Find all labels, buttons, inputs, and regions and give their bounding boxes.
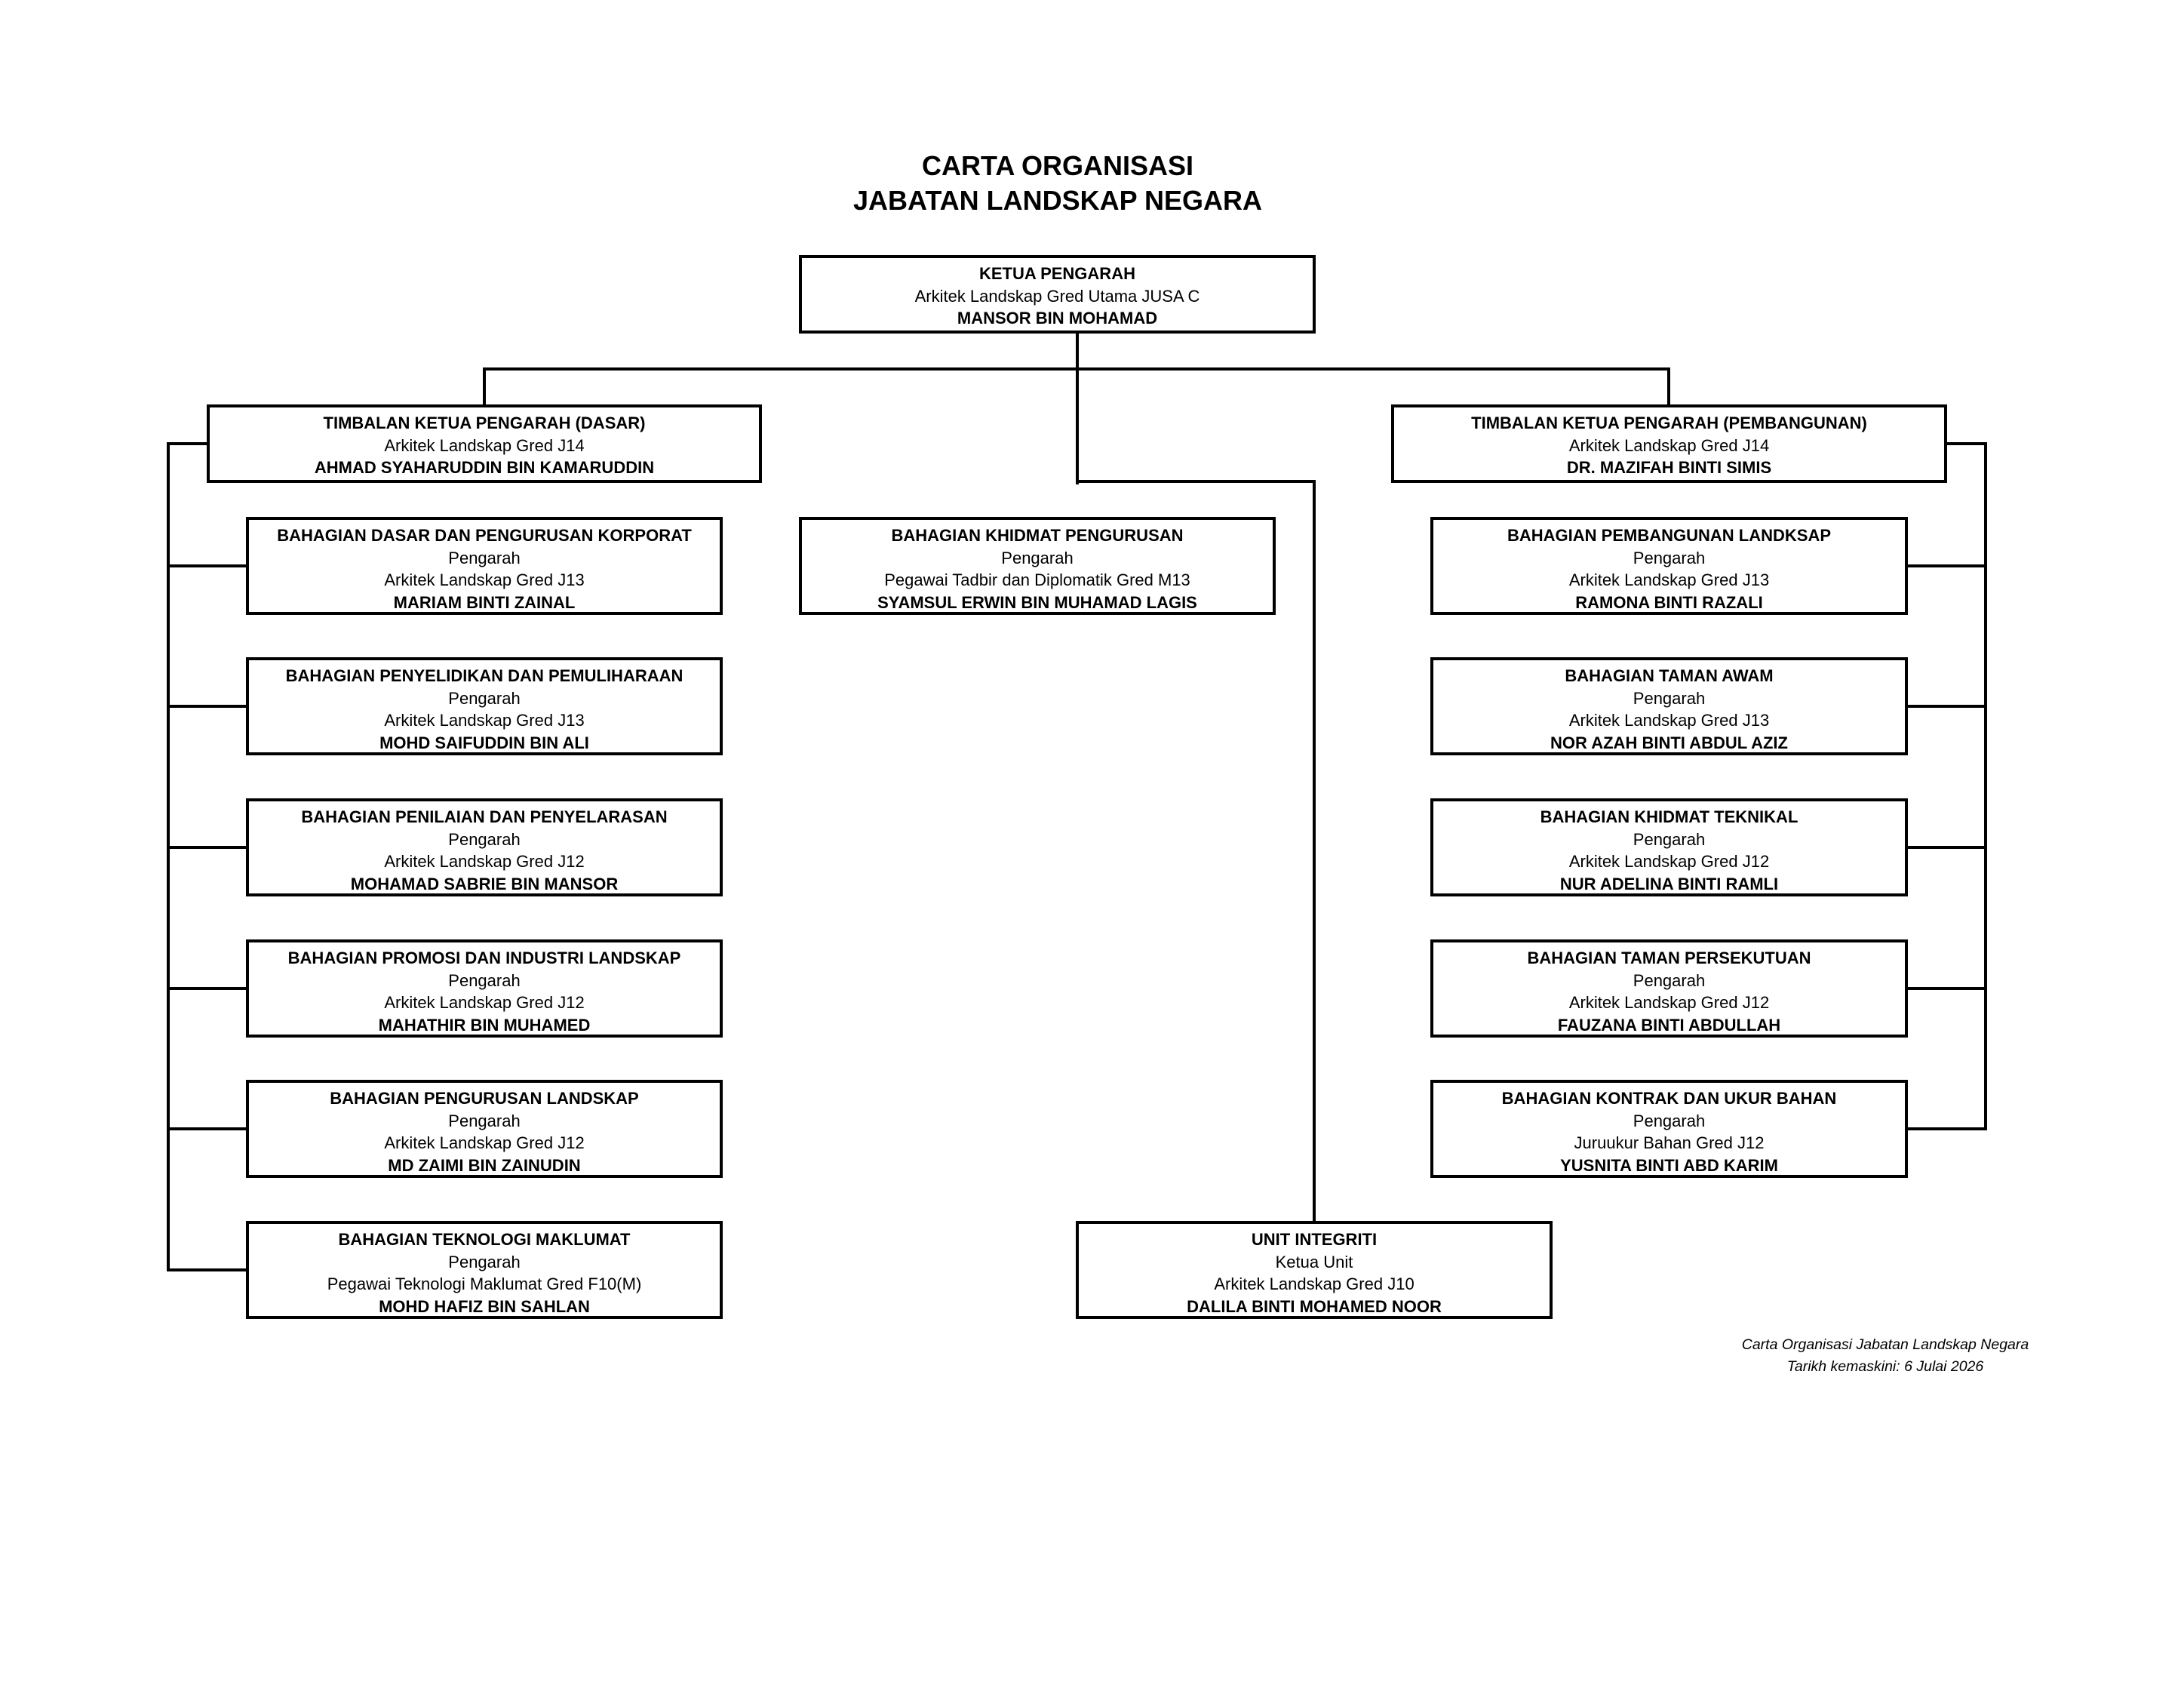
division-title: BAHAGIAN PENILAIAN DAN PENYELARASAN: [301, 807, 668, 826]
unit-grade: Arkitek Landskap Gred J10: [1214, 1274, 1415, 1294]
division-box-left-6: BAHAGIAN TEKNOLOGI MAKLUMAT Pengarah Peg…: [246, 1221, 723, 1319]
chart-title-line-2: JABATAN LANDSKAP NEGARA: [852, 185, 1263, 216]
division-role: Pengarah: [1633, 688, 1706, 708]
footer-caption: Carta Organisasi Jabatan Landskap Negara: [1741, 1336, 2029, 1353]
division-grade: Arkitek Landskap Gred J12: [1568, 993, 1770, 1013]
division-role: Pengarah: [448, 1111, 521, 1130]
division-title: BAHAGIAN KHIDMAT PENGURUSAN: [891, 526, 1184, 545]
division-box-left-4: BAHAGIAN PROMOSI DAN INDUSTRI LANDSKAP P…: [246, 939, 723, 1038]
division-role: Pengarah: [448, 548, 521, 567]
division-grade: Arkitek Landskap Gred J13: [1568, 570, 1770, 590]
division-title: BAHAGIAN PROMOSI DAN INDUSTRI LANDSKAP: [287, 949, 681, 967]
deputy-name: DR. MAZIFAH BINTI SIMIS: [1566, 458, 1772, 478]
division-head-name: NUR ADELINA BINTI RAMLI: [1559, 874, 1779, 893]
division-grade: Pegawai Teknologi Maklumat Gred F10(M): [327, 1274, 642, 1294]
division-title: BAHAGIAN TAMAN PERSEKUTUAN: [1527, 949, 1811, 967]
division-grade: Juruukur Bahan Gred J12: [1574, 1133, 1765, 1153]
deputy-box-development: TIMBALAN KETUA PENGARAH (PEMBANGUNAN) Ar…: [1391, 404, 1947, 483]
deputy-title: TIMBALAN KETUA PENGARAH (PEMBANGUNAN): [1471, 414, 1867, 432]
division-title: BAHAGIAN KHIDMAT TEKNIKAL: [1540, 807, 1798, 826]
division-grade: Pegawai Tadbir dan Diplomatik Gred M13: [884, 570, 1190, 590]
deputy-name: AHMAD SYAHARUDDIN BIN KAMARUDDIN: [314, 458, 655, 478]
deputy-grade: Arkitek Landskap Gred J14: [384, 435, 585, 455]
division-head-name: MD ZAIMI BIN ZAINUDIN: [388, 1155, 581, 1175]
division-box-right-4: BAHAGIAN TAMAN PERSEKUTUAN Pengarah Arki…: [1430, 939, 1908, 1038]
division-head-name: MOHAMAD SABRIE BIN MANSOR: [350, 874, 619, 893]
division-head-name: FAUZANA BINTI ABDULLAH: [1557, 1015, 1781, 1035]
unit-role: Ketua Unit: [1275, 1252, 1353, 1271]
unit-title: UNIT INTEGRITI: [1251, 1230, 1378, 1249]
division-head-name: MAHATHIR BIN MUHAMED: [378, 1015, 591, 1035]
division-head-name: NOR AZAH BINTI ABDUL AZIZ: [1550, 733, 1788, 752]
division-grade: Arkitek Landskap Gred J12: [384, 993, 585, 1013]
division-box-center-1: BAHAGIAN KHIDMAT PENGURUSAN Pengarah Peg…: [799, 517, 1276, 615]
division-title: BAHAGIAN DASAR DAN PENGURUSAN KORPORAT: [277, 526, 692, 545]
division-box-right-3: BAHAGIAN KHIDMAT TEKNIKAL Pengarah Arkit…: [1430, 798, 1908, 896]
division-role: Pengarah: [1633, 548, 1706, 567]
division-box-right-1: BAHAGIAN PEMBANGUNAN LANDKSAP Pengarah A…: [1430, 517, 1908, 615]
division-box-right-5: BAHAGIAN KONTRAK DAN UKUR BAHAN Pengarah…: [1430, 1080, 1908, 1178]
division-head-name: RAMONA BINTI RAZALI: [1575, 592, 1763, 612]
division-head-name: MOHD SAIFUDDIN BIN ALI: [379, 733, 589, 752]
division-grade: Arkitek Landskap Gred J13: [1568, 711, 1770, 730]
division-role: Pengarah: [448, 1252, 521, 1271]
director-title: KETUA PENGARAH: [979, 264, 1135, 283]
director-grade: Arkitek Landskap Gred Utama JUSA C: [914, 286, 1200, 306]
division-title: BAHAGIAN TAMAN AWAM: [1565, 666, 1774, 685]
director-name: MANSOR BIN MOHAMAD: [957, 309, 1158, 328]
division-title: BAHAGIAN PENYELIDIKAN DAN PEMULIHARAAN: [285, 666, 683, 685]
division-role: Pengarah: [448, 688, 521, 708]
director-box: KETUA PENGARAH Arkitek Landskap Gred Uta…: [799, 255, 1316, 334]
division-grade: Arkitek Landskap Gred J13: [384, 570, 585, 590]
division-head-name: MARIAM BINTI ZAINAL: [393, 592, 576, 612]
division-title: BAHAGIAN KONTRAK DAN UKUR BAHAN: [1501, 1089, 1837, 1108]
unit-head-name: DALILA BINTI MOHAMED NOOR: [1187, 1296, 1442, 1316]
division-box-left-2: BAHAGIAN PENYELIDIKAN DAN PEMULIHARAAN P…: [246, 657, 723, 755]
division-role: Pengarah: [1633, 970, 1706, 990]
division-grade: Arkitek Landskap Gred J12: [1568, 852, 1770, 872]
division-box-left-5: BAHAGIAN PENGURUSAN LANDSKAP Pengarah Ar…: [246, 1080, 723, 1178]
chart-title-line-1: CARTA ORGANISASI: [922, 150, 1193, 181]
division-title: BAHAGIAN TEKNOLOGI MAKLUMAT: [338, 1230, 631, 1249]
division-box-left-3: BAHAGIAN PENILAIAN DAN PENYELARASAN Peng…: [246, 798, 723, 896]
deputy-box-policy: TIMBALAN KETUA PENGARAH (DASAR) Arkitek …: [207, 404, 762, 483]
footer-updated-date: Tarikh kemaskini: 6 Julai 2026: [1786, 1358, 1984, 1375]
division-box-left-1: BAHAGIAN DASAR DAN PENGURUSAN KORPORAT P…: [246, 517, 723, 615]
division-role: Pengarah: [448, 829, 521, 849]
division-grade: Arkitek Landskap Gred J12: [384, 852, 585, 872]
division-grade: Arkitek Landskap Gred J12: [384, 1133, 585, 1153]
division-title: BAHAGIAN PENGURUSAN LANDSKAP: [330, 1089, 639, 1108]
division-box-right-2: BAHAGIAN TAMAN AWAM Pengarah Arkitek Lan…: [1430, 657, 1908, 755]
division-role: Pengarah: [448, 970, 521, 990]
division-role: Pengarah: [1633, 1111, 1706, 1130]
division-title: BAHAGIAN PEMBANGUNAN LANDKSAP: [1507, 526, 1831, 545]
division-head-name: MOHD HAFIZ BIN SAHLAN: [379, 1296, 590, 1316]
division-grade: Arkitek Landskap Gred J13: [384, 711, 585, 730]
division-head-name: SYAMSUL ERWIN BIN MUHAMAD LAGIS: [877, 592, 1197, 612]
division-role: Pengarah: [1633, 829, 1706, 849]
deputy-grade: Arkitek Landskap Gred J14: [1568, 435, 1770, 455]
unit-box-integrity: UNIT INTEGRITI Ketua Unit Arkitek Landsk…: [1076, 1221, 1553, 1319]
division-head-name: YUSNITA BINTI ABD KARIM: [1560, 1155, 1778, 1175]
deputy-title: TIMBALAN KETUA PENGARAH (DASAR): [323, 414, 646, 432]
division-role: Pengarah: [1001, 548, 1074, 567]
